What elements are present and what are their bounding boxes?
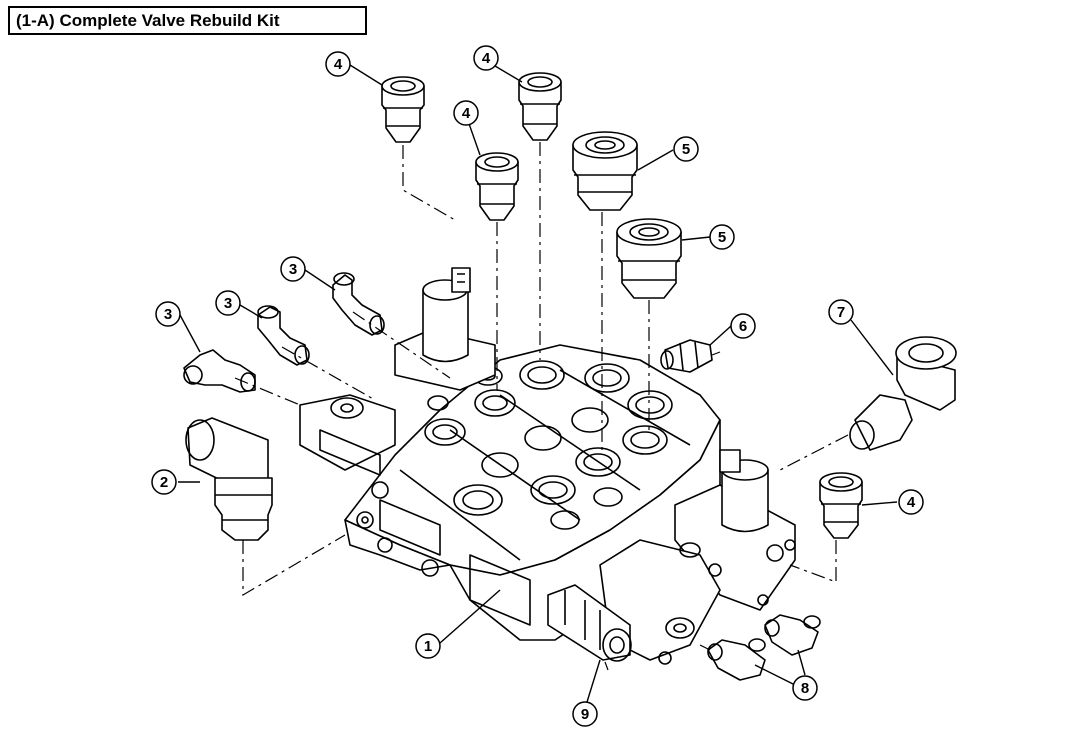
fitting-9 [547, 584, 632, 662]
callout-label: 3 [224, 295, 232, 312]
right-solenoid [674, 449, 796, 611]
fitting-5-a [572, 131, 638, 211]
callout-label: 5 [682, 141, 690, 158]
callout-3-b: 3 [215, 290, 241, 316]
callout-2: 2 [151, 469, 177, 495]
valve-ports [424, 360, 673, 530]
fitting-4-d [819, 472, 863, 539]
fitting-7 [849, 336, 957, 451]
callout-label: 2 [160, 474, 168, 491]
callout-5-a: 5 [673, 136, 699, 162]
fitting-4-c [475, 152, 519, 221]
callouts [178, 59, 898, 703]
valve-body [344, 344, 721, 641]
callout-9: 9 [572, 701, 598, 727]
fitting-2 [185, 417, 273, 541]
callout-label: 7 [837, 304, 845, 321]
fitting-3-b [257, 305, 310, 366]
callout-4-b: 4 [473, 45, 499, 71]
callout-label: 3 [289, 261, 297, 278]
callout-label: 5 [718, 229, 726, 246]
callout-5-b: 5 [709, 224, 735, 250]
fitting-5-b [616, 218, 682, 299]
callout-label: 9 [581, 706, 589, 723]
callout-label: 4 [907, 494, 916, 511]
callout-6: 6 [730, 313, 756, 339]
fitting-4-a [381, 76, 425, 143]
fitting-3-c [183, 349, 256, 393]
callout-label: 3 [164, 306, 172, 323]
callout-3-c: 3 [155, 301, 181, 327]
fitting-8-a [707, 638, 766, 681]
fitting-4-b [518, 72, 562, 141]
callout-1: 1 [415, 633, 441, 659]
left-solenoid [394, 267, 496, 391]
callout-label: 6 [739, 318, 747, 335]
assembly-lines [234, 142, 849, 671]
fitting-6 [660, 339, 713, 373]
callout-label: 1 [424, 638, 432, 655]
callout-4-c: 4 [453, 100, 479, 126]
callout-label: 8 [801, 680, 809, 697]
diagram-title: (1-A) Complete Valve Rebuild Kit [8, 6, 367, 35]
callout-4-d: 4 [898, 489, 924, 515]
callout-label: 4 [482, 50, 491, 67]
callout-label: 4 [462, 105, 471, 122]
callout-8: 8 [792, 675, 818, 701]
fitting-8-b [764, 614, 821, 656]
fitting-3-a [332, 272, 385, 336]
callout-7: 7 [828, 299, 854, 325]
left-end-cap [299, 394, 396, 476]
callout-4-a: 4 [325, 51, 351, 77]
callout-3-a: 3 [280, 256, 306, 282]
callout-label: 4 [334, 56, 343, 73]
